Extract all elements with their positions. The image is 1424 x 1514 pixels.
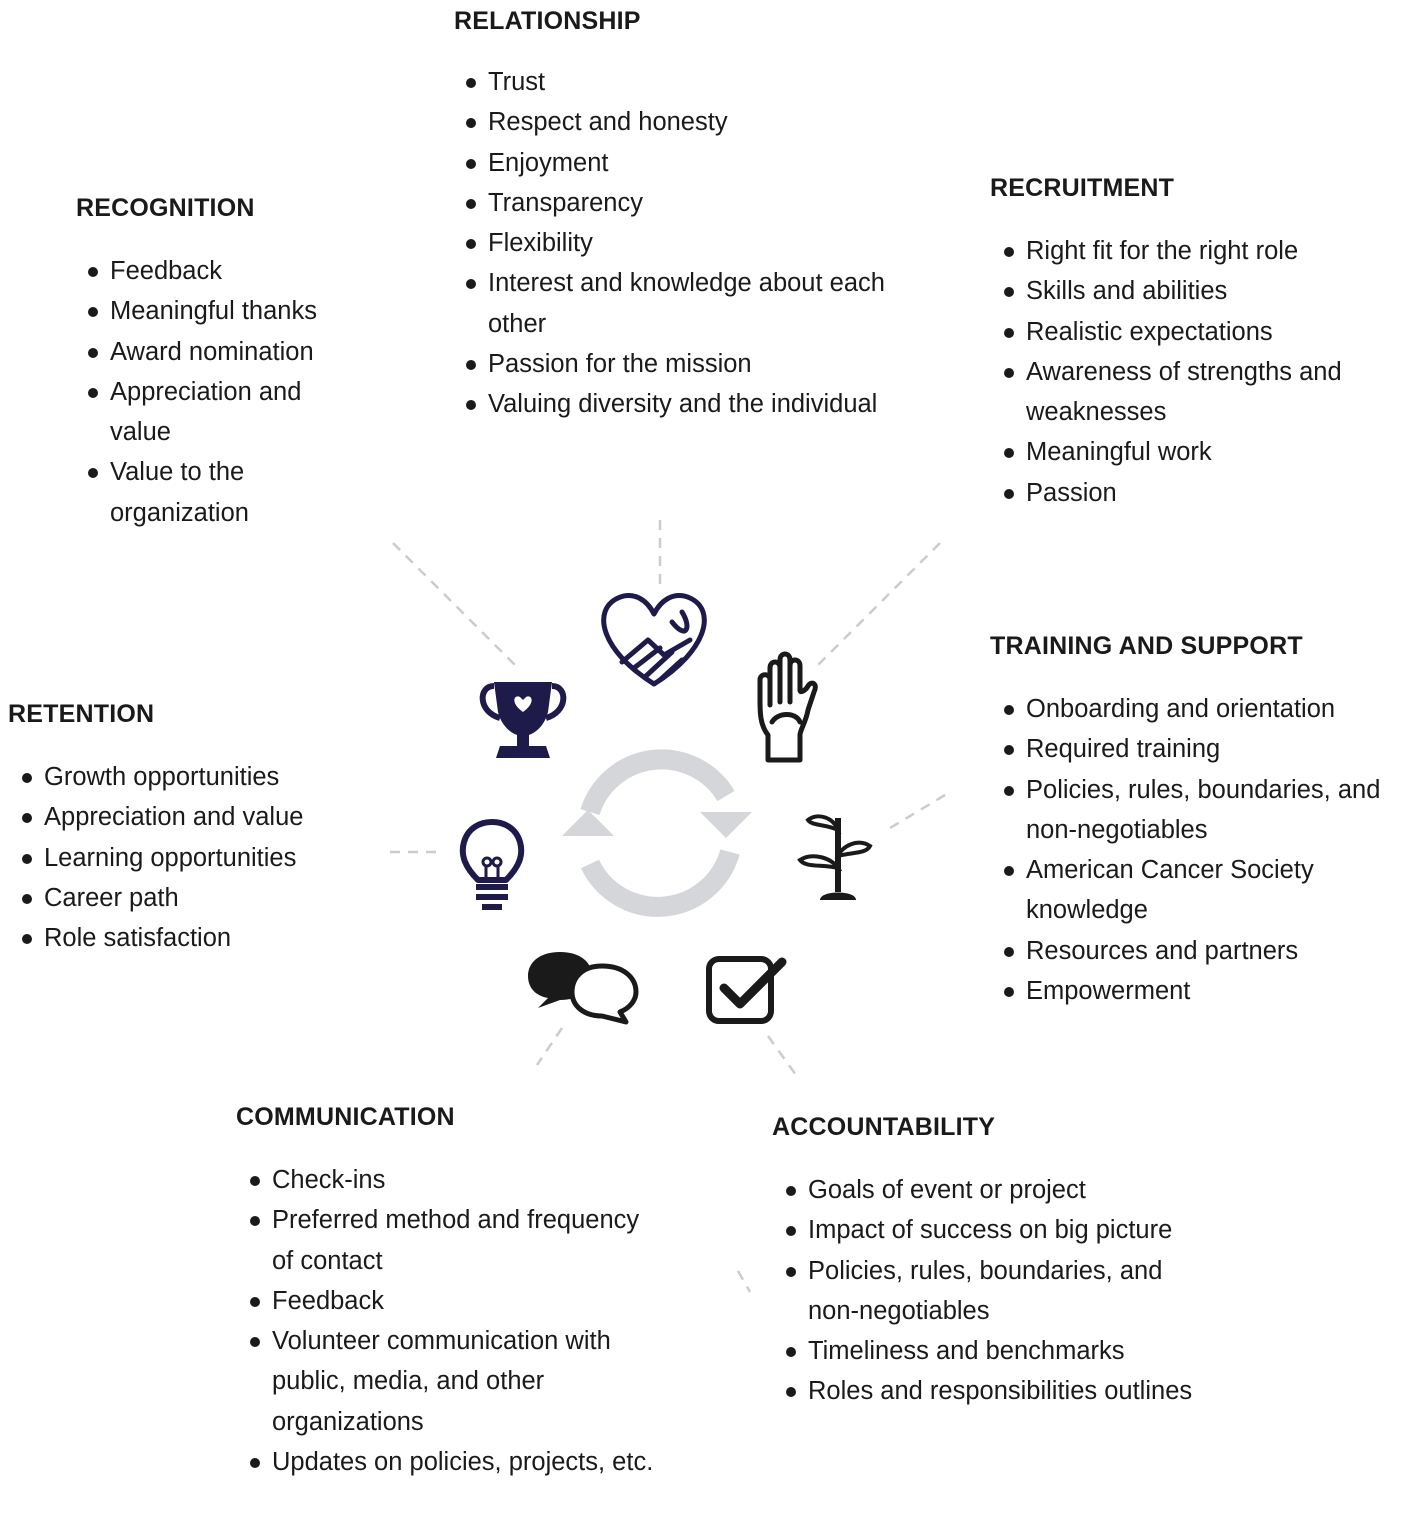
section-accountability: ACCOUNTABILITY Goals of event or project…: [772, 1112, 1206, 1412]
list-item: Growth opportunities: [22, 757, 362, 797]
list-item: Goals of event or project: [786, 1170, 1206, 1210]
connector-recognition: [392, 542, 516, 666]
list-item: Feedback: [88, 251, 358, 291]
list-item: Appreciation and value: [88, 372, 358, 453]
list-item: Enjoyment: [466, 143, 886, 183]
raised-hand-icon: [757, 651, 818, 763]
list-item: Policies, rules, boundaries, and non-neg…: [786, 1251, 1206, 1332]
section-title-training: TRAINING AND SUPPORT: [990, 632, 1303, 660]
list-item: Feedback: [250, 1281, 660, 1321]
connector-communication: [535, 1027, 564, 1066]
section-title-accountability: ACCOUNTABILITY: [772, 1113, 996, 1141]
list-item: Roles and responsibilities outlines: [786, 1371, 1206, 1411]
trophy-icon: [479, 682, 567, 758]
connector-recruitment: [817, 542, 941, 666]
list-item: Updates on policies, projects, etc.: [250, 1442, 660, 1482]
list-item: American Cancer Society knowledge: [1004, 850, 1424, 931]
connector-lines: [390, 520, 946, 1293]
list-item: Valuing diversity and the individual: [466, 384, 886, 424]
section-title-recruitment: RECRUITMENT: [990, 174, 1175, 202]
list-item: Impact of success on big picture: [786, 1210, 1206, 1250]
list-item: Passion for the mission: [466, 344, 886, 384]
list-item: Role satisfaction: [22, 918, 362, 958]
lightbulb-icon: [459, 819, 525, 910]
list-item: Timeliness and benchmarks: [786, 1331, 1206, 1371]
list-item: Transparency: [466, 183, 886, 223]
list-item: Value to the organization: [88, 452, 358, 533]
checkbox-icon: [706, 956, 787, 1024]
list-item: Passion: [1004, 473, 1404, 513]
list-item: Policies, rules, boundaries, and non-neg…: [1004, 770, 1424, 851]
section-title-communication: COMMUNICATION: [236, 1103, 455, 1131]
list-item: Check-ins: [250, 1160, 660, 1200]
connector-stray: [736, 1270, 752, 1293]
list-item: Realistic expectations: [1004, 312, 1404, 352]
list-item: Career path: [22, 878, 362, 918]
list-item: Preferred method and frequency of contac…: [250, 1200, 660, 1281]
list-item: Interest and knowledge about each other: [466, 263, 886, 344]
heart-handshake-icon: [601, 593, 707, 687]
list-item: Award nomination: [88, 332, 358, 372]
section-title-retention: RETENTION: [8, 700, 155, 728]
list-item: Right fit for the right role: [1004, 231, 1404, 271]
list-item: Meaningful work: [1004, 432, 1404, 472]
list-item: Required training: [1004, 729, 1424, 769]
section-title-relationship: RELATIONSHIP: [454, 7, 641, 35]
connector-accountability: [766, 1035, 798, 1076]
list-item: Onboarding and orientation: [1004, 689, 1424, 729]
list-item: Skills and abilities: [1004, 271, 1404, 311]
list-item: Awareness of strengths and weaknesses: [1004, 352, 1404, 433]
list-item: Empowerment: [1004, 971, 1424, 1011]
section-recruitment: RECRUITMENT Right fit for the right role…: [990, 173, 1404, 513]
cycle-arrows-icon: [562, 749, 752, 917]
list-item: Resources and partners: [1004, 931, 1424, 971]
sprout-icon: [797, 814, 873, 900]
list-item: Learning opportunities: [22, 838, 362, 878]
list-item: Flexibility: [466, 223, 886, 263]
list-item: Volunteer communication with public, med…: [250, 1321, 660, 1442]
connector-training: [889, 793, 946, 830]
speech-bubbles-icon: [528, 952, 639, 1025]
list-item: Appreciation and value: [22, 797, 362, 837]
section-training: TRAINING AND SUPPORT Onboarding and orie…: [990, 631, 1424, 1011]
list-item: Meaningful thanks: [88, 291, 358, 331]
section-title-recognition: RECOGNITION: [76, 194, 255, 222]
list-item: Trust: [466, 62, 886, 102]
list-item: Respect and honesty: [466, 102, 886, 142]
